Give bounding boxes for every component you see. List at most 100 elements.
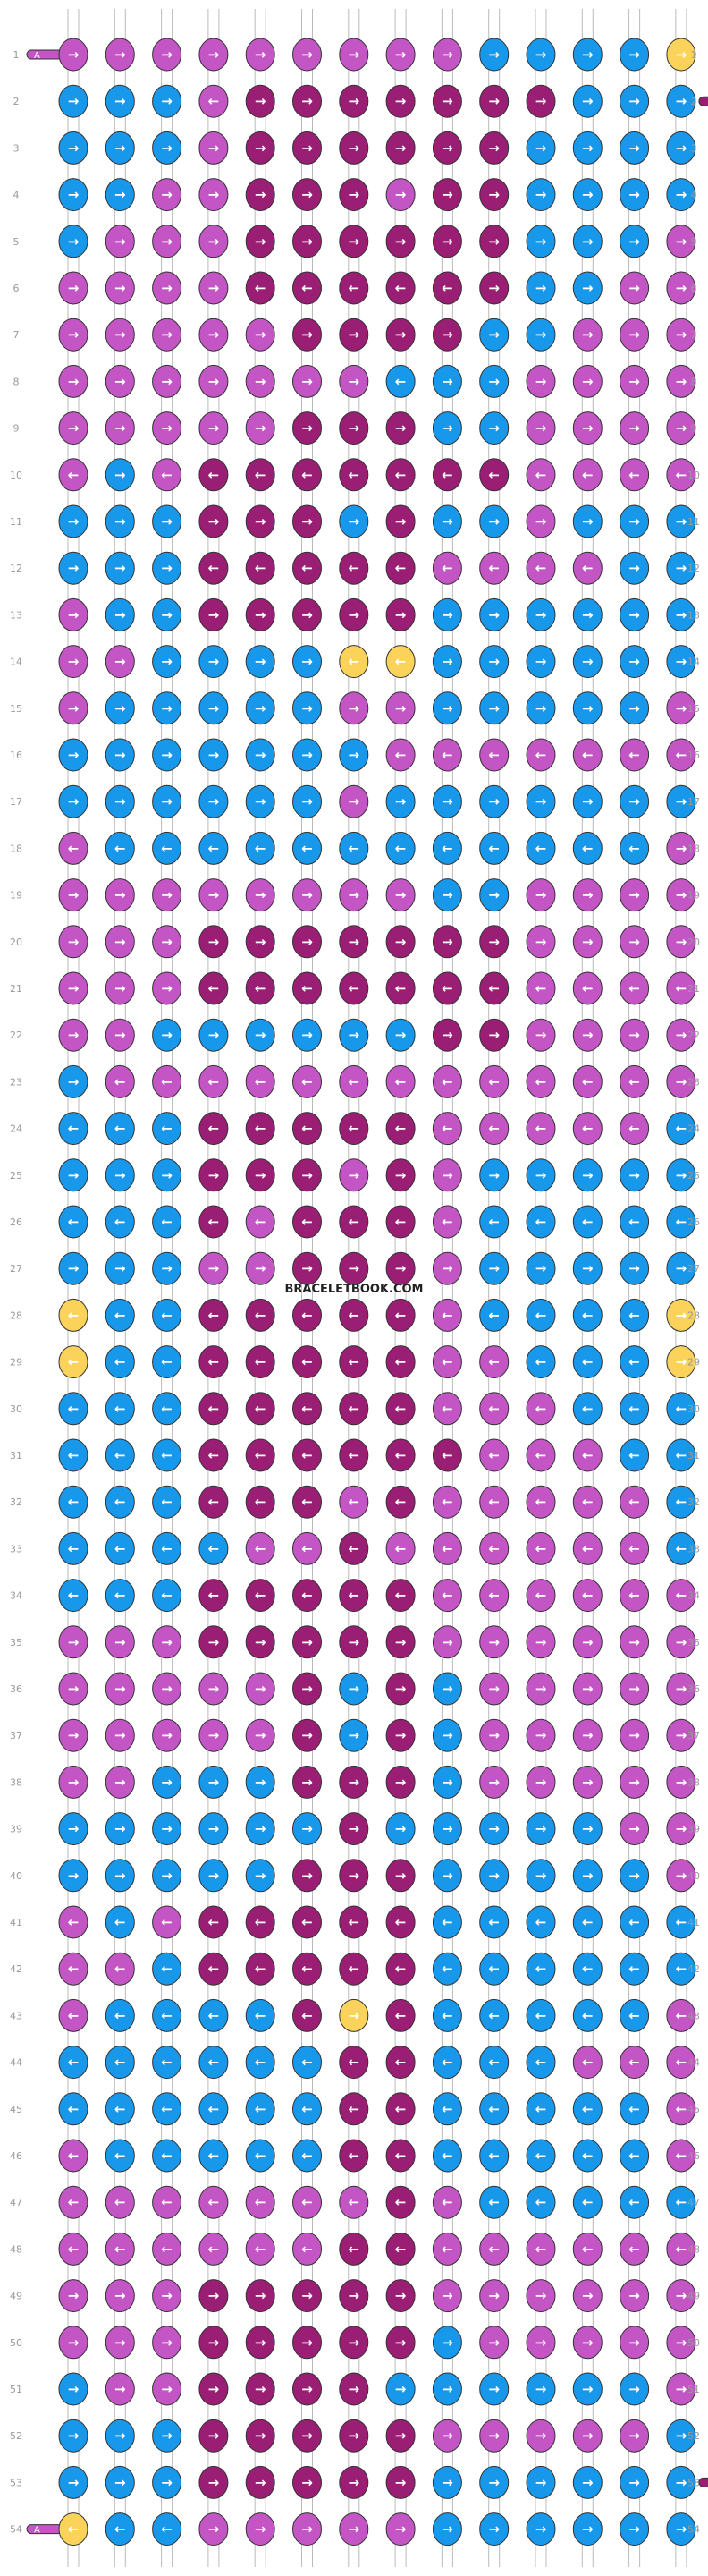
- knot: [105, 271, 135, 305]
- knot: [198, 1672, 229, 1706]
- knot: [620, 1205, 650, 1239]
- knot-arrow: ←: [395, 1494, 407, 1510]
- knot: [620, 178, 650, 212]
- knot: [198, 2139, 229, 2173]
- knot-arrow: ←: [255, 560, 266, 576]
- row-number-left: 53: [10, 2477, 22, 2488]
- knot-arrow: ←: [68, 840, 80, 856]
- knot-arrow: →: [255, 2474, 266, 2490]
- knot-arrow: →: [208, 187, 220, 203]
- row-number-right: 18: [687, 843, 700, 854]
- row-number-right: 1: [691, 49, 697, 61]
- knot: [385, 551, 416, 585]
- knot: [479, 2512, 510, 2546]
- knot-arrow: →: [582, 1727, 594, 1743]
- knot: [479, 1205, 510, 1239]
- knot-arrow: ←: [582, 1354, 594, 1370]
- knot-arrow: ←: [255, 1354, 266, 1370]
- knot-arrow: →: [676, 93, 687, 109]
- knot: [339, 225, 369, 258]
- knot-arrow: ←: [488, 1401, 500, 1417]
- knot: [572, 1251, 603, 1285]
- knot: [152, 2046, 182, 2080]
- knot-arrow: →: [442, 1681, 453, 1697]
- knot-arrow: →: [628, 1727, 640, 1743]
- knot: [245, 1438, 275, 1472]
- knot: [152, 1859, 182, 1893]
- knot: [152, 971, 182, 1005]
- knot: [152, 1998, 182, 2032]
- knot-arrow: →: [68, 2474, 80, 2490]
- knot: [245, 1298, 275, 1332]
- knot-arrow: →: [255, 1821, 266, 1837]
- knot: [105, 645, 135, 679]
- knot: [105, 1812, 135, 1846]
- knot-arrow: →: [68, 1681, 80, 1697]
- knot: [666, 691, 696, 725]
- knot-arrow: →: [628, 887, 640, 903]
- knot: [339, 178, 369, 212]
- knot-arrow: ←: [349, 840, 360, 856]
- knot-arrow: →: [488, 187, 500, 203]
- knot-arrow: ←: [488, 560, 500, 576]
- knot: [198, 1952, 229, 1986]
- knot-arrow: ←: [255, 1494, 266, 1510]
- knot-arrow: ←: [161, 1961, 173, 1977]
- knot-arrow: →: [301, 934, 313, 950]
- knot-arrow: →: [301, 373, 313, 389]
- knot: [245, 1205, 275, 1239]
- knot-arrow: →: [68, 2288, 80, 2304]
- knot-arrow: →: [255, 1027, 266, 1043]
- knot: [339, 38, 369, 72]
- knot: [479, 831, 510, 865]
- knot-arrow: →: [68, 1727, 80, 1743]
- knot: [245, 1064, 275, 1098]
- knot-arrow: →: [255, 1634, 266, 1650]
- knot: [432, 1018, 462, 1052]
- knot-arrow: →: [628, 2288, 640, 2304]
- row-number-right: 12: [687, 563, 700, 574]
- knot-arrow: ←: [395, 2241, 407, 2257]
- row-number-left: 38: [10, 1776, 22, 1788]
- knot-arrow: ←: [161, 1354, 173, 1370]
- knot-arrow: →: [301, 1260, 313, 1276]
- knot-arrow: →: [628, 373, 640, 389]
- knot: [58, 2465, 88, 2499]
- knot-arrow: →: [676, 1167, 687, 1183]
- knot-arrow: →: [68, 1027, 80, 1043]
- knot: [245, 738, 275, 772]
- knot-arrow: →: [582, 187, 594, 203]
- knot-arrow: ←: [676, 2101, 687, 2117]
- knot: [339, 2092, 369, 2126]
- knot-arrow: ←: [301, 560, 313, 576]
- knot-arrow: ←: [676, 2241, 687, 2257]
- knot: [339, 131, 369, 165]
- knot: [526, 2185, 556, 2219]
- knot-arrow: ←: [628, 1401, 640, 1417]
- knot: [152, 1018, 182, 1052]
- knot: [385, 1018, 416, 1052]
- knot-arrow: →: [161, 1774, 173, 1790]
- knot-arrow: ←: [582, 1307, 594, 1323]
- knot: [526, 645, 556, 679]
- knot: [339, 1438, 369, 1472]
- knot: [58, 1392, 88, 1426]
- knot: [385, 2232, 416, 2266]
- knot-arrow: ←: [68, 1354, 80, 1370]
- knot: [339, 1018, 369, 1052]
- knot: [572, 178, 603, 212]
- knot-arrow: →: [68, 1073, 80, 1089]
- knot-arrow: →: [349, 1027, 360, 1043]
- knot-arrow: →: [488, 606, 500, 623]
- knot: [526, 1859, 556, 1893]
- knot-arrow: ←: [208, 560, 220, 576]
- knot-arrow: →: [301, 747, 313, 763]
- knot-arrow: →: [114, 747, 126, 763]
- knot-arrow: →: [68, 326, 80, 343]
- knot: [432, 1952, 462, 1986]
- knot: [292, 2465, 322, 2499]
- knot: [58, 2372, 88, 2406]
- knot-arrow: →: [442, 2474, 453, 2490]
- knot-arrow: →: [301, 2334, 313, 2351]
- knot: [479, 364, 510, 398]
